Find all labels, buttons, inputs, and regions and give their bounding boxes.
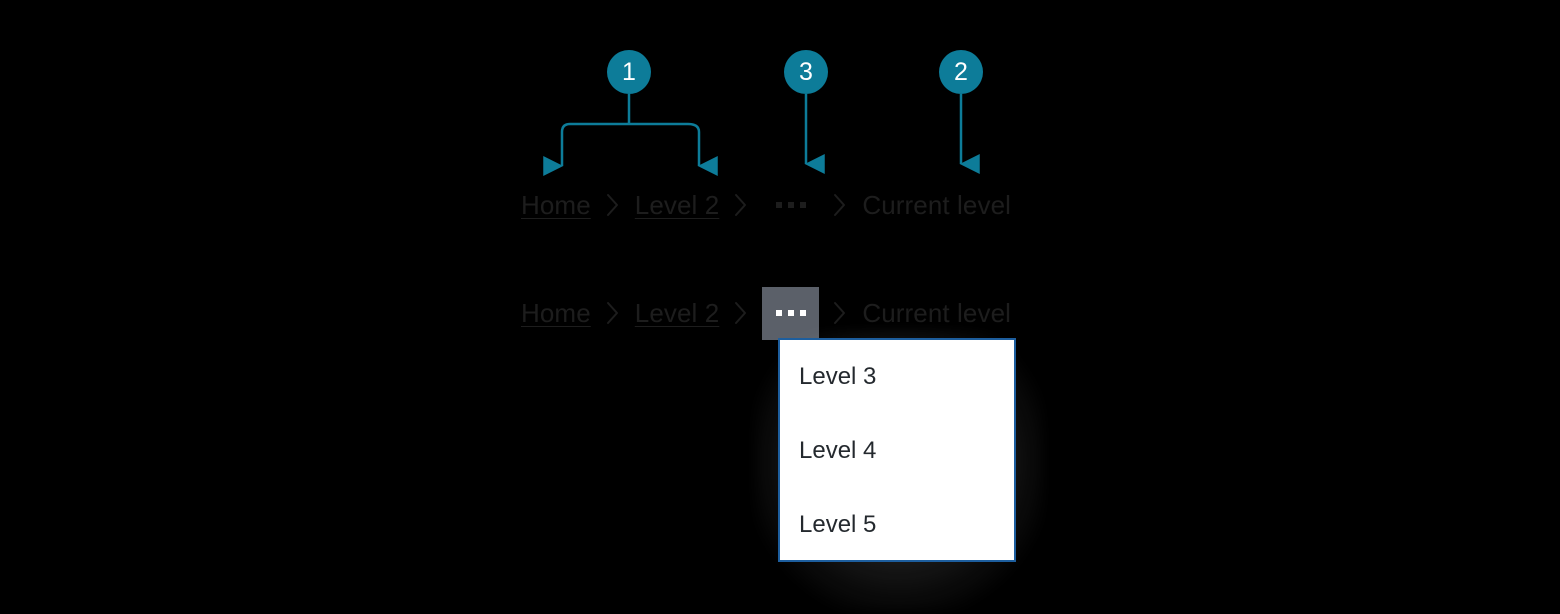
breadcrumb-item-level-2[interactable]: Level 2 [634, 189, 720, 220]
chevron-right-icon [721, 192, 761, 218]
breadcrumb-overflow-button-active[interactable] [762, 286, 820, 340]
breadcrumb-overflow-flyout: Level 3 Level 4 Level 5 [754, 332, 1044, 612]
breadcrumb-default: Home Level 2 Current level [519, 178, 1013, 232]
chevron-right-icon [820, 300, 860, 326]
chevron-right-icon [593, 192, 633, 218]
breadcrumb-item-home[interactable]: Home [521, 189, 591, 220]
ellipsis-icon [775, 310, 806, 316]
callout-badge-1: 1 [607, 50, 651, 94]
chevron-right-icon [820, 192, 860, 218]
breadcrumb-item-current-level: Current level [862, 297, 1012, 328]
flyout-item-level-5[interactable]: Level 5 [799, 511, 877, 538]
breadcrumb-item-level-2[interactable]: Level 2 [634, 297, 720, 328]
flyout-item-level-3[interactable]: Level 3 [799, 363, 877, 390]
chevron-right-icon [721, 300, 761, 326]
callout-badge-2: 2 [939, 50, 983, 94]
breadcrumb-expanded: Home Level 2 Current level [519, 286, 1013, 340]
chevron-right-icon [593, 300, 633, 326]
breadcrumb-item-current-level: Current level [862, 189, 1012, 220]
breadcrumb-overflow-button[interactable] [762, 179, 819, 232]
callout-badge-3: 3 [784, 50, 828, 94]
flyout-panel: Level 3 Level 4 Level 5 [778, 338, 1016, 562]
callout-1-bracket [543, 122, 718, 176]
flyout-item-level-4[interactable]: Level 4 [799, 437, 877, 464]
ellipsis-icon [775, 202, 806, 208]
breadcrumb-item-home[interactable]: Home [521, 297, 591, 328]
